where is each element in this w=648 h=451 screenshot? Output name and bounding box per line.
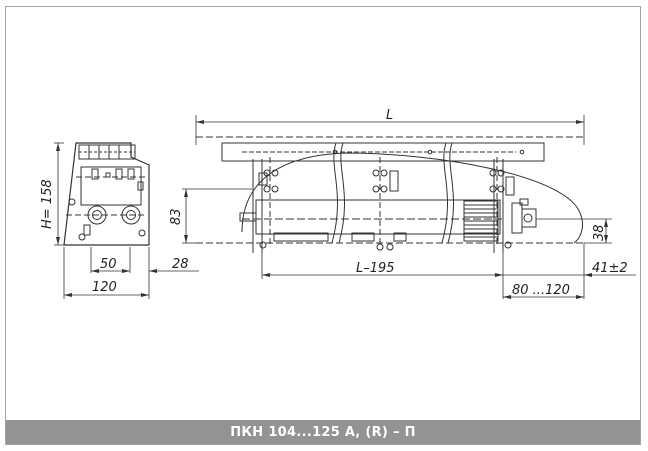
side-view	[54, 142, 199, 299]
technical-drawing: H= 158 83 50 28 120 L L–195 80 ...120 38…	[40, 108, 636, 299]
dim-28: 28	[172, 257, 189, 272]
dim-height: H= 158	[40, 179, 55, 229]
arrowheads	[56, 120, 608, 299]
dim-length-minus: L–195	[356, 261, 395, 276]
dim-tolerance: 41±2	[592, 261, 628, 276]
front-view	[182, 115, 636, 299]
caption-bar: ПКН 104...125 А, (R) – П	[6, 420, 640, 444]
dim-50: 50	[100, 257, 117, 272]
dim-120: 120	[92, 280, 117, 295]
dim-length: L	[386, 108, 393, 123]
dim-83: 83	[169, 208, 184, 225]
dim-offset: 80 ...120	[512, 283, 570, 298]
model-caption: ПКН 104...125 А, (R) – П	[230, 424, 416, 440]
drawing-frame: H= 158 83 50 28 120 L L–195 80 ...120 38…	[5, 6, 641, 445]
dim-38: 38	[592, 224, 607, 241]
